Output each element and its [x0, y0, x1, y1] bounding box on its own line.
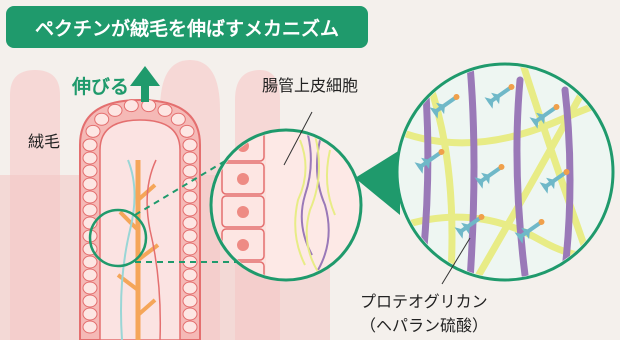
epithelial-cells-label: 腸管上皮細胞 — [262, 72, 358, 96]
grow-arrow-icon — [130, 66, 160, 102]
proteoglycan-label: プロテオグリカン — [360, 288, 488, 312]
heparan-sulfate-label: （ヘパラン硫酸） — [360, 312, 488, 336]
grow-label: 伸びる — [72, 72, 129, 99]
villi-label: 絨毛 — [28, 128, 60, 152]
proteoglycan-zoom-circle — [390, 55, 620, 290]
